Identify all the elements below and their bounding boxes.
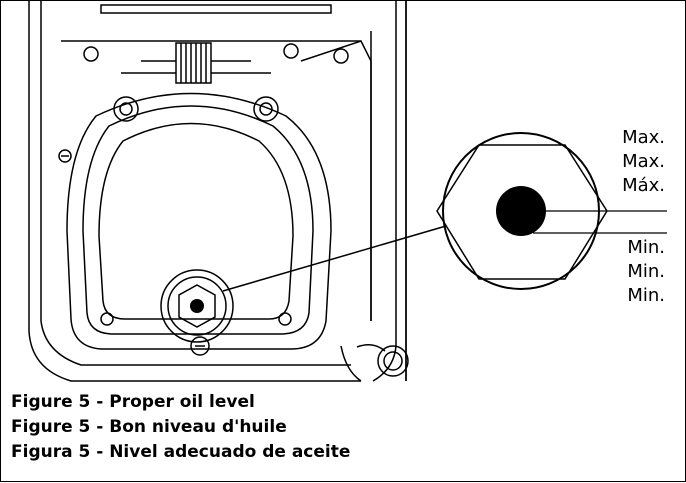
- caption-en: Figure 5 - Proper oil level: [11, 392, 255, 412]
- zoom-detail: [436, 132, 667, 290]
- min-label-es: Min.: [627, 285, 665, 306]
- drain-fitting: [340, 344, 409, 382]
- leader-line: [222, 225, 447, 292]
- sight-window: [58, 92, 332, 350]
- top-knob: [121, 42, 271, 84]
- caption-fr: Figure 5 - Bon niveau d'huile: [11, 417, 287, 437]
- sight-glass-plug: [160, 269, 234, 356]
- plug-oil-dot: [190, 299, 204, 313]
- caption-es: Figura 5 - Nivel adecuado de aceite: [11, 442, 351, 462]
- max-label-es: Máx.: [622, 175, 665, 196]
- max-label-en: Max.: [622, 127, 665, 148]
- min-label-fr: Min.: [627, 261, 665, 282]
- max-label-fr: Max.: [622, 151, 665, 172]
- min-label-en: Min.: [627, 237, 665, 258]
- detail-oil-dot: [496, 186, 546, 236]
